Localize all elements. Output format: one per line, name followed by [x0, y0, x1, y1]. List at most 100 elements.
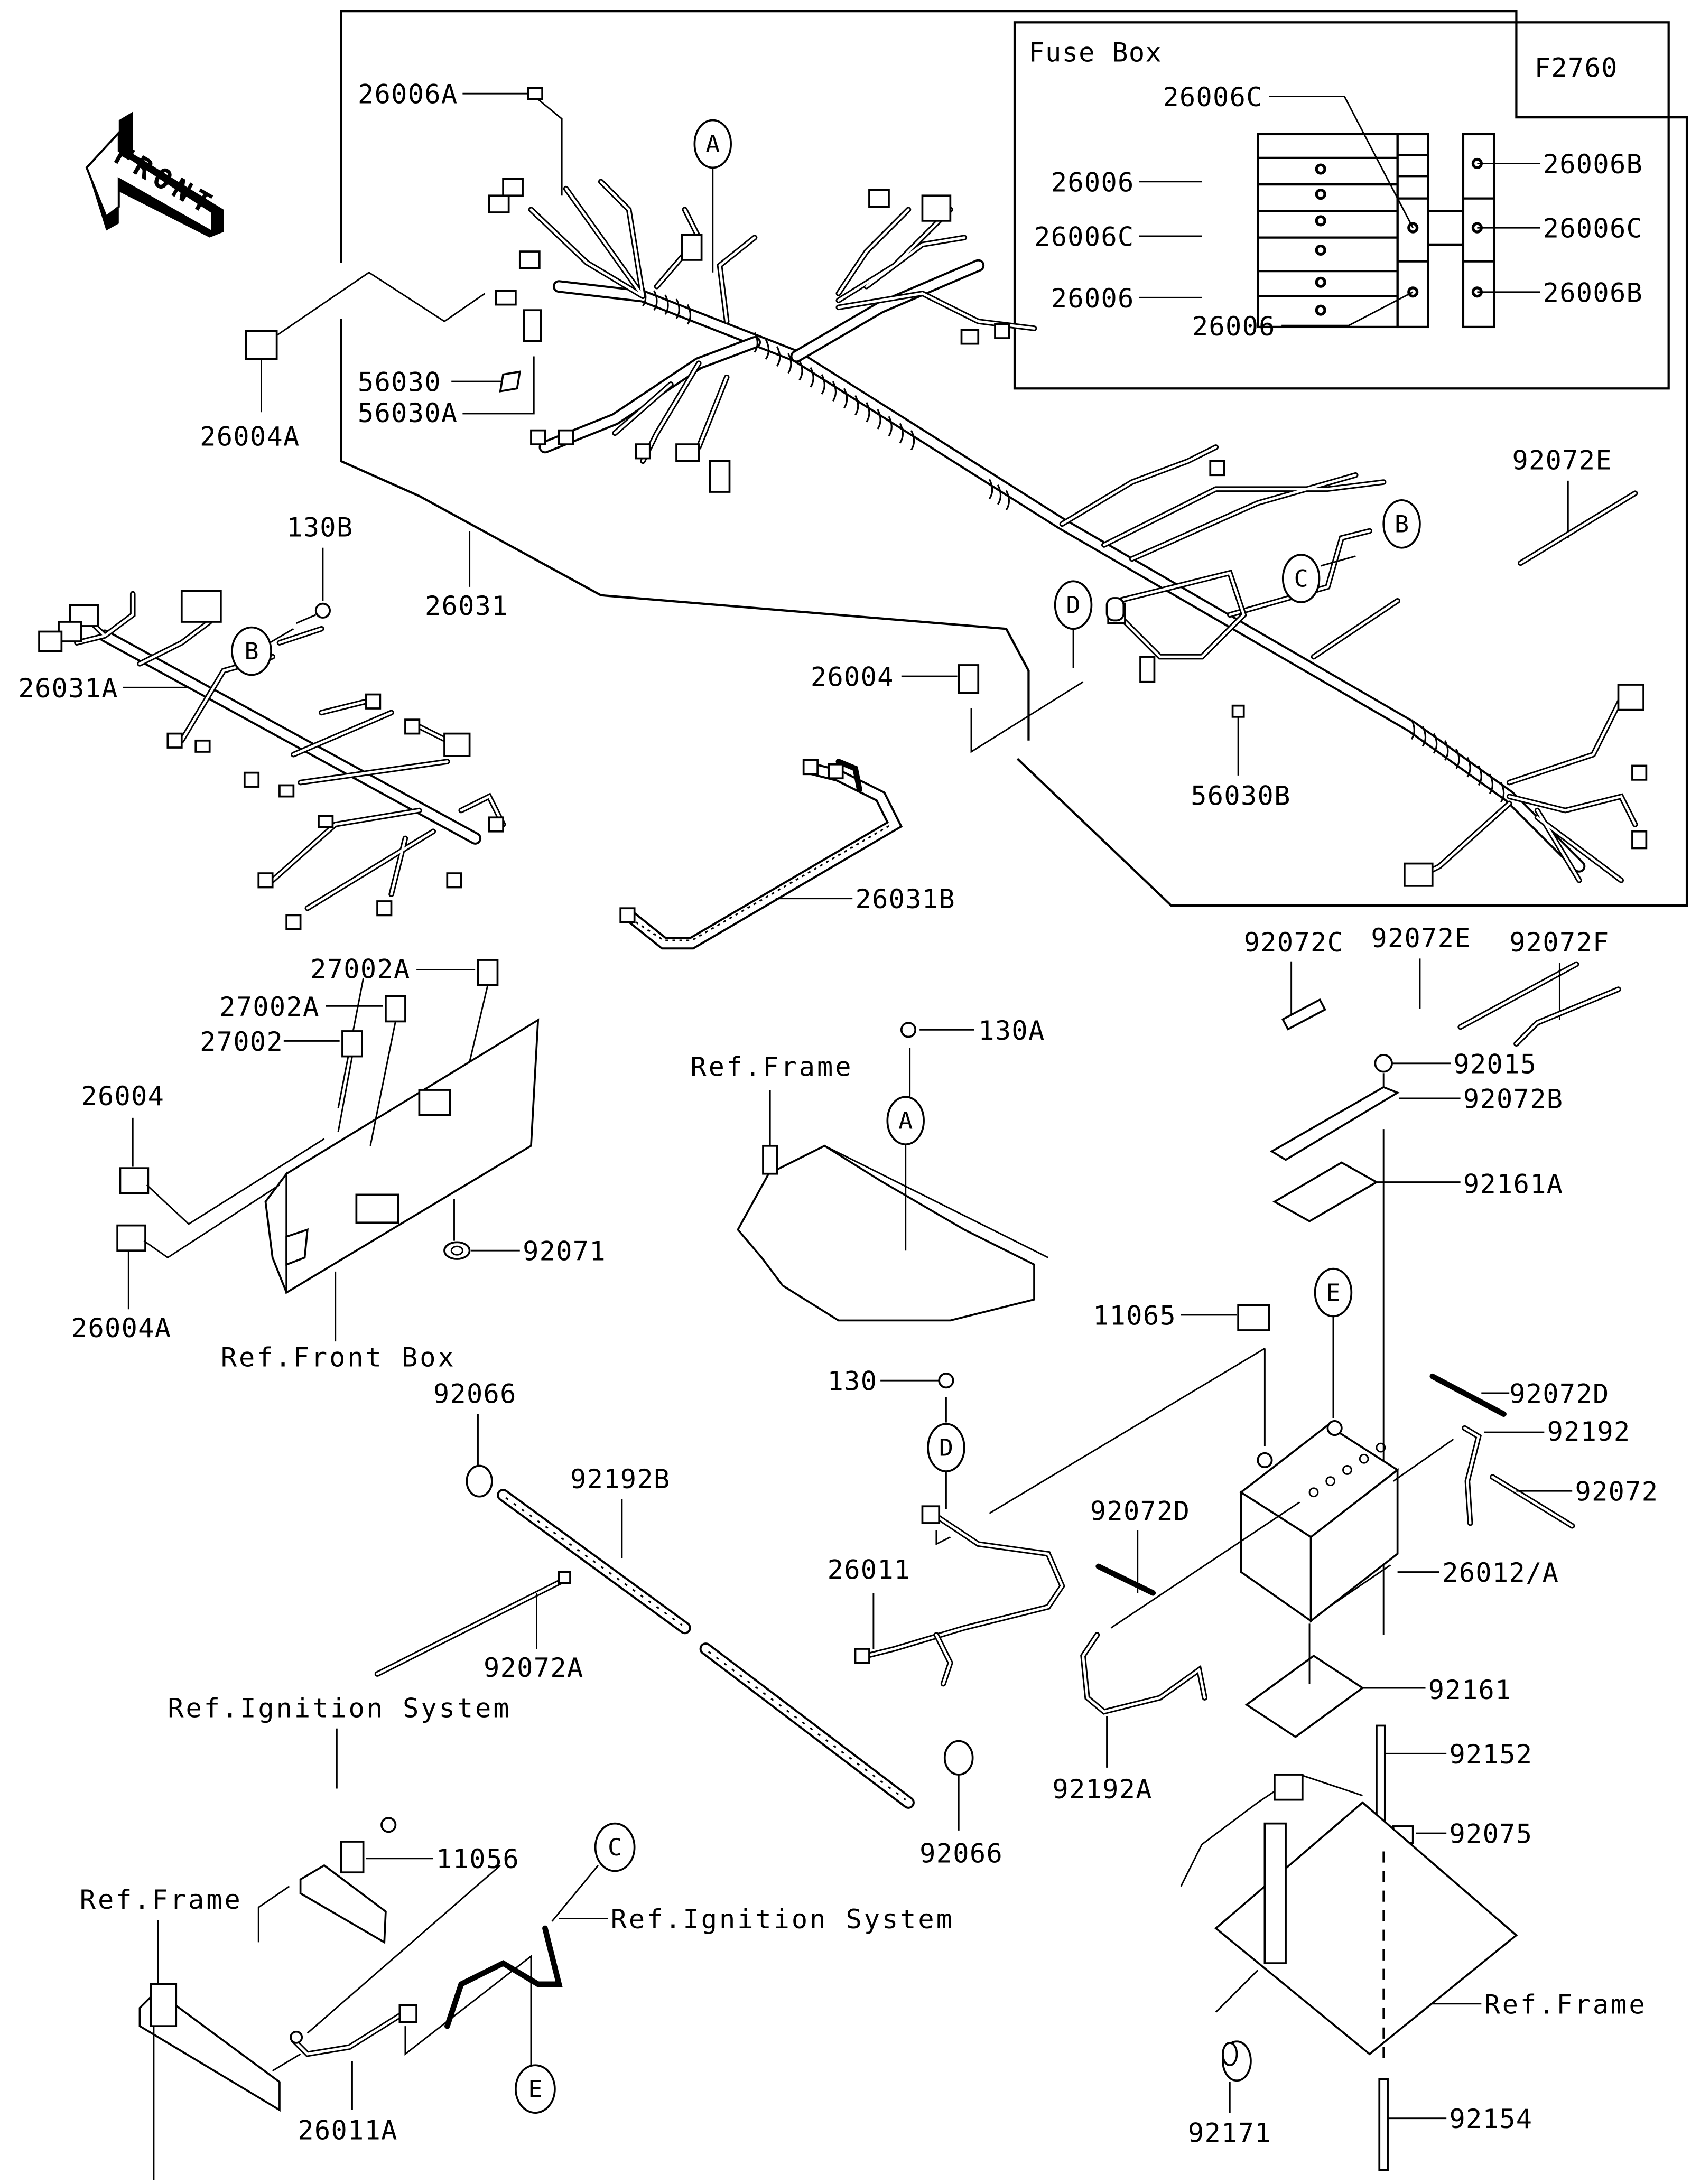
pad-92161A: [1272, 1161, 1379, 1222]
ref-label-frame-bottom: Ref.Frame: [80, 1884, 243, 1915]
part-label-92171: 92171: [1188, 2117, 1271, 2149]
callout-E-battery: [1314, 1267, 1353, 1318]
part-label-92154: 92154: [1449, 2103, 1532, 2134]
part-label-27002: 27002: [200, 1026, 283, 1057]
part-label-26006A: 26006A: [358, 79, 458, 110]
callout-A-frame-letter: A: [898, 1107, 913, 1135]
terminal-cap-11065: [1237, 1304, 1270, 1331]
part-label-26011: 26011: [828, 1554, 911, 1585]
part-label-130: 130: [828, 1366, 878, 1397]
bolt-130A: [900, 1022, 917, 1038]
part-label-130A: 130A: [978, 1015, 1045, 1046]
cable-tie-92072A: [374, 1571, 571, 1677]
ref-label-ignition-system-bottom: Ref.Ignition System: [611, 1903, 954, 1935]
clip-56030: [499, 370, 522, 393]
part-label-92066-top: 92066: [433, 1378, 517, 1409]
part-label-92072D-right: 92072D: [1509, 1378, 1609, 1409]
part-label-92072E-top: 92072E: [1512, 445, 1612, 476]
part-label-26031: 26031: [425, 590, 508, 621]
relay-27002A-2: [385, 995, 406, 1023]
bolt-ignition: [380, 1817, 397, 1833]
diagram-code: F2760: [1535, 52, 1618, 83]
fuse-box-inset: Fuse Box 26: [1013, 21, 1670, 390]
callout-E-battery-letter: E: [1326, 1278, 1340, 1306]
callout-B-left-letter: B: [244, 637, 258, 665]
front-arrow-icon: FRONT: [85, 111, 224, 238]
ref-label-ignition-system-top: Ref.Ignition System: [168, 1693, 511, 1724]
breather-hose-92192A: [1080, 1632, 1207, 1715]
relay-27002: [341, 1030, 363, 1058]
frame-section-center: [737, 1144, 1049, 1322]
connector-26004-mid: [958, 664, 980, 694]
part-label-92015: 92015: [1453, 1048, 1537, 1079]
part-label-26004A-top: 26004A: [200, 421, 300, 452]
main-wiring-harness: [488, 178, 1648, 887]
grommet-92066-bottom: [943, 1740, 974, 1776]
ref-label-front-box: Ref.Front Box: [221, 1342, 456, 1373]
part-label-92072C: 92072C: [1244, 927, 1344, 958]
callout-C-bottom-letter: C: [608, 1833, 622, 1861]
cable-tie-92072D-mid: [1095, 1563, 1156, 1596]
part-label-92161: 92161: [1428, 1674, 1512, 1705]
part-label-11056: 11056: [436, 1843, 519, 1874]
cable-tie-92072F: [1513, 986, 1621, 1047]
bolt-130: [938, 1373, 954, 1389]
fuse-box-title: Fuse Box: [1028, 36, 1162, 68]
part-label-11065: 11065: [1093, 1300, 1176, 1331]
part-label-92072E: 92072E: [1371, 922, 1471, 954]
fuse-label-bottom-center: 26006: [1192, 311, 1276, 342]
part-label-26012A: 26012/A: [1442, 1557, 1559, 1588]
fuse-label-left-upper: 26006: [1051, 166, 1135, 198]
part-label-92192: 92192: [1547, 1416, 1631, 1447]
part-label-92072: 92072: [1575, 1476, 1658, 1507]
rod-92152: [1376, 1724, 1386, 1825]
callout-B-right: [1382, 499, 1421, 549]
part-label-27002A-1: 27002A: [310, 953, 410, 984]
part-label-56030B: 56030B: [1191, 780, 1290, 811]
connector-26004A-left: [116, 1224, 146, 1252]
clamp-92171: [1222, 2040, 1252, 2082]
callout-B-right-letter: B: [1395, 510, 1409, 538]
fuse-label-right-upper: 26006B: [1543, 148, 1643, 180]
fuse-label-left-middle: 26006C: [1034, 221, 1134, 253]
connector-26004A-top: [245, 272, 486, 413]
part-label-92161A: 92161A: [1463, 1169, 1563, 1200]
ignition-bracket: [299, 1841, 387, 1944]
pad-92161: [1244, 1654, 1364, 1738]
frame-section-bottom: [138, 1983, 281, 2180]
connector-26006A: [527, 87, 543, 100]
battery-26012A: [1239, 1420, 1399, 1623]
part-label-92075: 92075: [1449, 1818, 1532, 1850]
part-label-26011A: 26011A: [298, 2114, 397, 2145]
battery-tray-frame: [1180, 1774, 1518, 2056]
part-label-27002A-2: 27002A: [219, 991, 319, 1022]
part-label-92072A: 92072A: [484, 1652, 583, 1683]
part-label-26004-left: 26004: [81, 1080, 164, 1112]
fuse-label-right-middle: 26006C: [1543, 213, 1643, 244]
callout-D-top-letter: D: [1066, 591, 1081, 619]
part-label-56030: 56030: [358, 367, 441, 398]
grommet-top: [1105, 597, 1125, 622]
connector-26004-left: [119, 1167, 150, 1194]
part-label-130B: 130B: [286, 512, 353, 543]
protector-tube-92192B: [497, 1489, 915, 1809]
ignition-cable-coil: [444, 1925, 563, 2029]
fuse-label-left-lower: 26006: [1051, 283, 1135, 314]
harness-group-outline: [340, 10, 1688, 907]
callout-A-top-letter: A: [705, 130, 720, 158]
part-label-92066-bottom: 92066: [919, 1838, 1003, 1869]
callout-C-bottom: [594, 1822, 636, 1872]
ref-label-frame-center: Ref.Frame: [690, 1051, 853, 1082]
clip-56030B: [1231, 704, 1245, 718]
callout-A-top: [693, 119, 732, 169]
rod-92154: [1378, 2078, 1389, 2171]
ground-cable-26011A: [290, 2004, 417, 2057]
part-label-92072B: 92072B: [1463, 1083, 1563, 1114]
sub-harness-26031A: [38, 590, 506, 930]
ref-label-frame-tray: Ref.Frame: [1484, 1989, 1647, 2020]
hold-down-92072B: [1269, 1086, 1400, 1161]
part-label-26031A: 26031A: [18, 673, 118, 704]
grommet-92066-top: [466, 1464, 493, 1498]
fuse-label-right-lower: 26006B: [1543, 277, 1643, 308]
